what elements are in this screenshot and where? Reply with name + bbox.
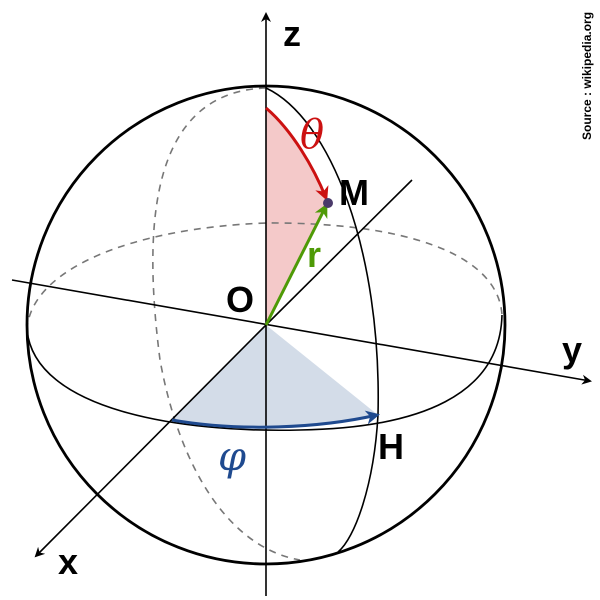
radius-vector: [264, 203, 328, 326]
meridian-back-arc: [152, 87, 301, 561]
phi-label: φ: [218, 434, 246, 480]
y-axis: [11, 279, 592, 385]
x-axis-label: x: [58, 541, 78, 582]
theta-sector: [266, 108, 328, 325]
equator-back-arc: [26, 222, 503, 331]
y-axis-label: y: [562, 329, 582, 370]
point-m-label: M: [339, 172, 369, 213]
radius-label: r: [307, 234, 321, 275]
theta-label: θ: [300, 112, 324, 158]
point-m-marker: [323, 198, 333, 208]
z-axis-label: z: [283, 13, 301, 54]
origin-label: O: [226, 279, 254, 320]
meridian-m-arc: [265, 87, 379, 553]
source-note: Source : wikipedia.org: [580, 12, 594, 140]
point-h-label: H: [378, 426, 404, 467]
phi-arrow: [171, 410, 380, 429]
om-extension-line: [265, 179, 413, 326]
equator-front-arc: [26, 314, 503, 432]
phi-sector: [172, 325, 378, 428]
x-axis: [34, 324, 267, 558]
theta-arrow: [265, 106, 329, 201]
